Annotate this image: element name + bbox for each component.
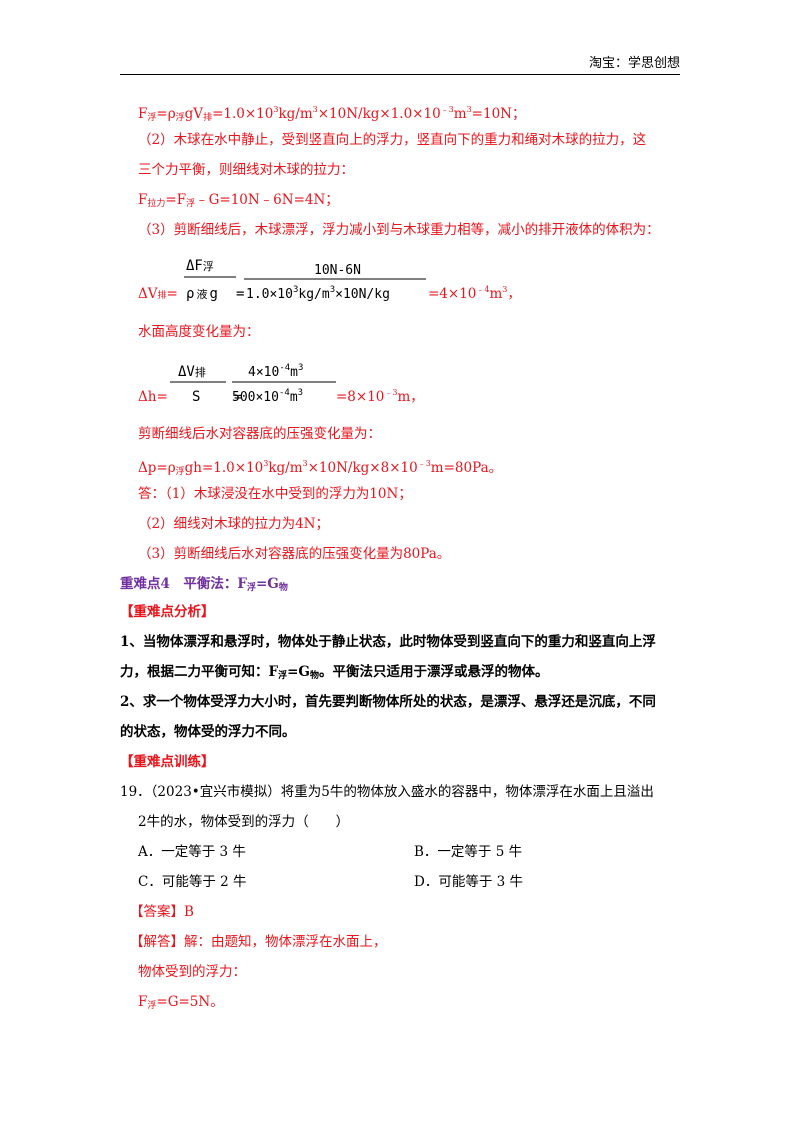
question-text: 2牛的水，物体受到的浮力（ ）	[138, 814, 350, 830]
answer-label: 【答案】B	[130, 904, 194, 920]
analysis-paragraph: 的状态，物体受的浮力不同。	[120, 724, 296, 740]
text-line: （3）剪断细线后，木球漂浮，浮力减小到与木球重力相等，减小的排开液体的体积为：	[138, 222, 660, 238]
option-c: C．可能等于 2 牛	[138, 874, 247, 890]
svg-text:1.0×103kg/m3×10N/kg: 1.0×103kg/m3×10N/kg	[246, 285, 390, 302]
solution-line: 物体受到的浮力：	[138, 964, 246, 980]
text-line: 三个力平衡，则细线对木球的拉力：	[138, 162, 354, 178]
svg-text:ΔV排=: ΔV排=	[138, 286, 178, 302]
formula-pressure: Δp=ρ浮gh=1.0×103kg/m3×10N/kg×8×10﹣3m=80Pa…	[138, 459, 503, 477]
question-text: 19．（2023•宜兴市模拟）将重为5牛的物体放入盛水的容器中，物体漂浮在水面上…	[120, 784, 654, 800]
option-a: A．一定等于 3 牛	[138, 844, 246, 860]
formula-buoyancy: F浮=ρ浮gV排=1.0×103kg/m3×10N/kg×1.0×10﹣3m3=…	[138, 105, 526, 123]
training-title: 【重难点训练】	[120, 754, 215, 770]
svg-text:=8×10﹣3m，: =8×10﹣3m，	[336, 388, 424, 405]
svg-text:Δh=: Δh=	[138, 389, 168, 405]
analysis-title: 【重难点分析】	[120, 604, 215, 620]
text-line: 剪断细线后水对容器底的压强变化量为：	[138, 426, 381, 442]
svg-text:S: S	[192, 389, 200, 405]
svg-text:=4×10﹣4m3，: =4×10﹣4m3，	[428, 285, 521, 302]
text-line: （2）木球在水中静止，受到竖直向上的浮力，竖直向下的重力和绳对木球的拉力，这	[138, 132, 647, 148]
svg-text:500×10-4m3: 500×10-4m3	[232, 388, 303, 405]
answer-line: （3）剪断细线后水对容器底的压强变化量为80Pa。	[138, 546, 451, 562]
analysis-paragraph: 力，根据二力平衡可知：F浮=G物。平衡法只适用于漂浮或悬浮的物体。	[120, 664, 549, 681]
svg-text:ΔF浮: ΔF浮	[186, 258, 214, 274]
svg-text:=: =	[234, 390, 242, 405]
answer-line: （2）细线对木球的拉力为4N；	[138, 516, 329, 532]
analysis-paragraph: 1、当物体漂浮和悬浮时，物体处于静止状态，此时物体受到竖直向下的重力和竖直向上浮	[120, 634, 656, 650]
svg-text:10N-6N: 10N-6N	[314, 263, 361, 278]
page-header: 淘宝：学思创想	[120, 56, 680, 75]
formula-tension: F拉力=F浮﹣G=10N﹣6N=4N；	[138, 192, 339, 209]
svg-text:4×10-4m3: 4×10-4m3	[248, 363, 303, 380]
option-b: B．一定等于 5 牛	[414, 844, 523, 860]
section-heading: 重难点4 平衡法：F浮=G物	[120, 576, 288, 593]
formula-delta-h: ΔV排 S = 4×10-4m3 500×10-4m3 Δh= =8×10﹣3m…	[138, 363, 424, 405]
svg-text:ρ液g: ρ液g	[186, 286, 218, 302]
option-d: D．可能等于 3 牛	[414, 874, 523, 890]
text-line: 水面高度变化量为：	[138, 324, 260, 340]
solution-formula: F浮=G=5N。	[138, 994, 224, 1011]
solution-line: 【解答】解：由题知，物体漂浮在水面上，	[130, 934, 387, 950]
svg-text:ΔV排: ΔV排	[178, 364, 206, 380]
svg-text:=: =	[236, 286, 244, 302]
header-text: 淘宝：学思创想	[588, 56, 680, 71]
analysis-paragraph: 2、求一个物体受浮力大小时，首先要判断物体所处的状态，是漂浮、悬浮还是沉底，不同	[120, 694, 656, 710]
answer-line: 答：（1）木球浸没在水中受到的浮力为10N；	[138, 486, 412, 502]
